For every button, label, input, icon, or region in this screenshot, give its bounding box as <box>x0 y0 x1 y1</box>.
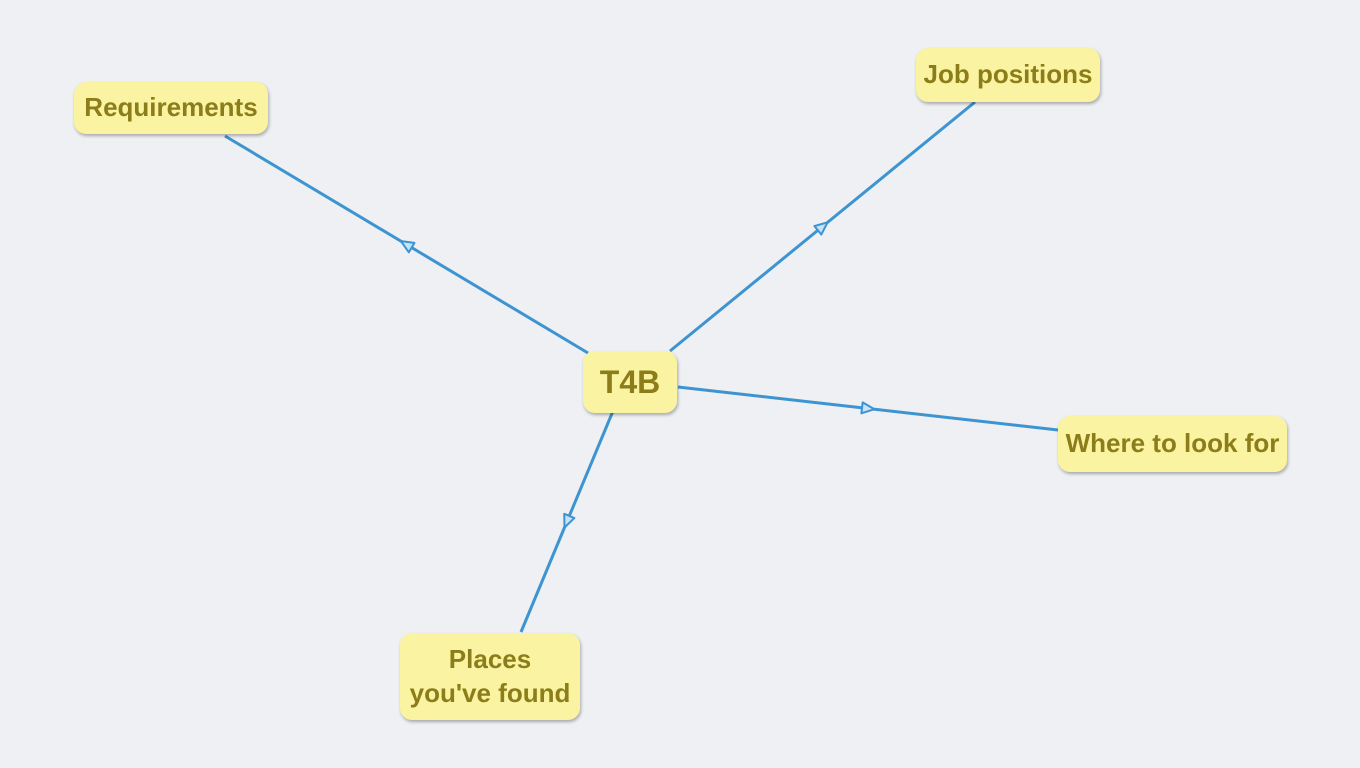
edge-t4b-to-job-positions <box>669 100 976 353</box>
edge-t4b-to-places-youve-found <box>519 410 615 633</box>
node-label: Job positions <box>923 59 1093 90</box>
node-label: Requirements <box>84 92 258 123</box>
mindmap-node-where-to-look-for[interactable]: Where to look for <box>1058 416 1287 472</box>
mindmap-node-t4b[interactable]: T4B <box>583 351 677 413</box>
edge-t4b-to-requirements <box>224 134 589 355</box>
node-label: T4B <box>599 363 661 400</box>
node-label: Places you've found <box>409 644 571 708</box>
mindmap-node-places-youve-found[interactable]: Places you've found <box>400 633 580 720</box>
node-label: Where to look for <box>1065 428 1280 459</box>
mindmap-node-job-positions[interactable]: Job positions <box>916 48 1100 102</box>
edge-t4b-to-where-to-look-for <box>677 385 1059 432</box>
mindmap-node-requirements[interactable]: Requirements <box>74 82 268 134</box>
